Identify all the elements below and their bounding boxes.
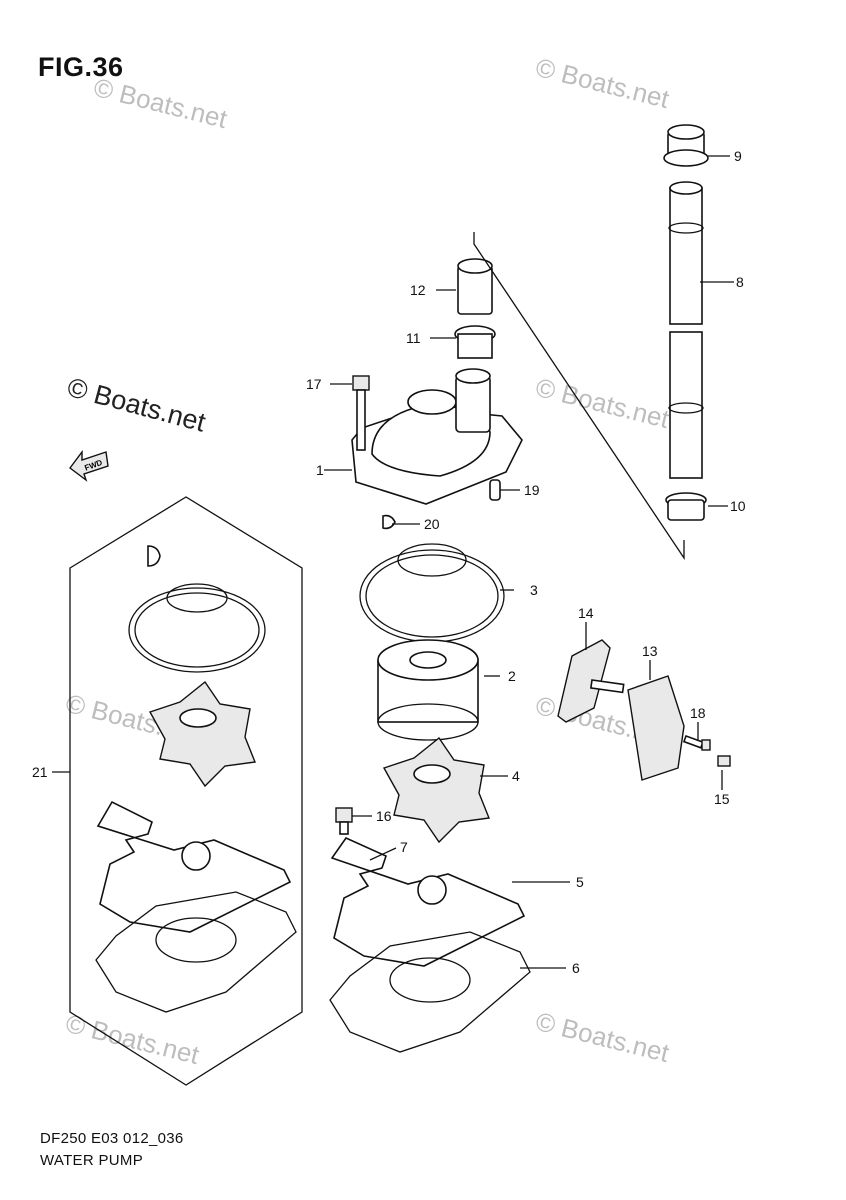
callout-3: 3 bbox=[530, 582, 538, 598]
callout-21: 21 bbox=[32, 764, 48, 780]
kit-key-part bbox=[147, 545, 161, 567]
kit-plate-5-part bbox=[96, 800, 292, 933]
callout-2: 2 bbox=[508, 668, 516, 684]
callout-19: 19 bbox=[524, 482, 540, 498]
assembly-line bbox=[473, 232, 685, 561]
figure-name: WATER PUMP bbox=[40, 1152, 143, 1169]
nut-15-part bbox=[717, 755, 731, 767]
bolt-17-part bbox=[352, 375, 370, 451]
callout-12: 12 bbox=[410, 282, 426, 298]
gasket-3-part bbox=[359, 543, 505, 643]
plate-5-part bbox=[330, 836, 526, 967]
callout-7: 7 bbox=[400, 839, 408, 855]
grommet-10-part bbox=[665, 492, 707, 521]
callout-16: 16 bbox=[376, 808, 392, 824]
kit-gasket-3-part bbox=[128, 583, 266, 673]
kit-gasket-6-part bbox=[95, 891, 297, 1013]
callout-8: 8 bbox=[736, 274, 744, 290]
callout-17: 17 bbox=[306, 376, 322, 392]
kit-outline bbox=[69, 496, 303, 1086]
figure-title: FIG.36 bbox=[38, 52, 124, 82]
figure-code: DF250 E03 012_036 bbox=[40, 1130, 184, 1147]
callout-13: 13 bbox=[642, 643, 658, 659]
screw-18-part bbox=[682, 734, 711, 751]
liner-2-part bbox=[377, 639, 479, 741]
callout-6: 6 bbox=[572, 960, 580, 976]
key-20-part bbox=[382, 514, 396, 530]
callout-10: 10 bbox=[730, 498, 746, 514]
callout-11: 11 bbox=[406, 330, 421, 346]
gasket-6-part bbox=[329, 931, 531, 1053]
callout-1: 1 bbox=[316, 462, 324, 478]
grommet-11-part bbox=[454, 325, 496, 359]
sleeve-12-part bbox=[457, 258, 493, 315]
leader-lines bbox=[52, 155, 734, 969]
callout-4: 4 bbox=[512, 768, 520, 784]
callout-15: 15 bbox=[714, 791, 730, 807]
callout-9: 9 bbox=[734, 148, 742, 164]
callout-5: 5 bbox=[576, 874, 584, 890]
pump-case-part bbox=[351, 368, 523, 505]
water-tube-8-part bbox=[668, 181, 704, 479]
bracket-14-part bbox=[557, 639, 625, 723]
pin-19-part bbox=[489, 479, 501, 501]
cover-13-part bbox=[627, 675, 685, 781]
kit-impeller-part bbox=[148, 680, 256, 788]
impeller-4-part bbox=[382, 736, 490, 844]
callout-14: 14 bbox=[578, 605, 594, 621]
callout-20: 20 bbox=[424, 516, 440, 532]
bolt-16-part bbox=[335, 807, 353, 835]
grommet-9-part bbox=[663, 124, 709, 167]
callout-18: 18 bbox=[690, 705, 706, 721]
fwd-arrow-icon: FWD bbox=[69, 449, 109, 482]
